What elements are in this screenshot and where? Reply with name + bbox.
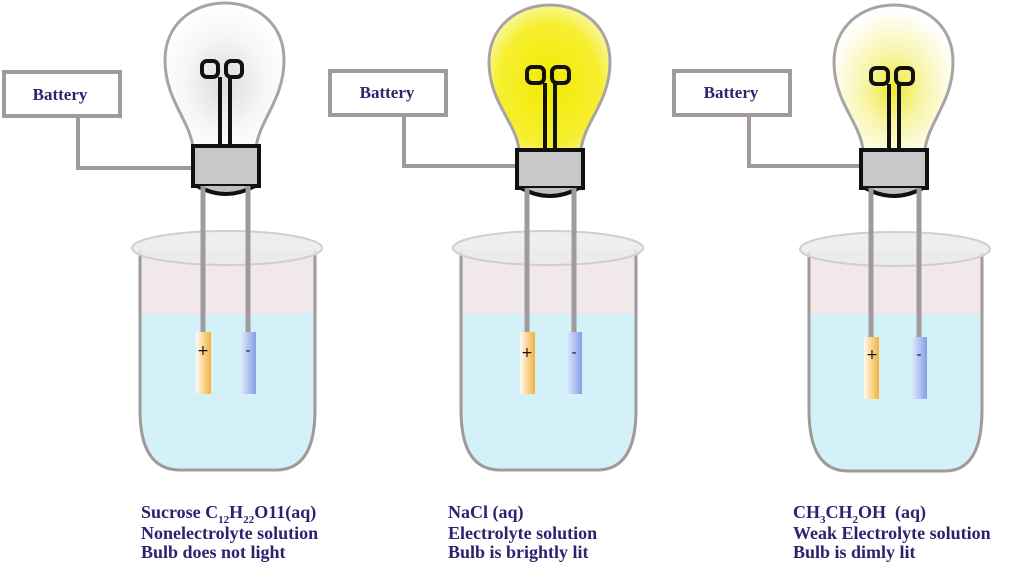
battery-box: Battery [672,69,792,117]
negative-electrode: - [241,332,256,394]
formula-part: H [229,502,244,522]
bulb-result: Bulb is dimly lit [793,542,916,562]
setup-nonelectrolyte: Battery + - [2,1,323,472]
setup-electrolyte: Battery + - [328,3,644,472]
formula-part: CH [825,502,853,522]
light-bulb-dim-icon [832,3,955,198]
bulb-result: Bulb is brightly lit [448,542,589,562]
conductivity-diagram: Battery + - [2,1,991,473]
solute-formula: Sucrose C12H22O11(aq) [141,502,317,526]
positive-electrode: + [520,332,535,394]
minus-sign: - [571,345,576,361]
plus-sign: + [521,345,533,361]
wire [747,115,863,168]
negative-electrode: - [912,337,927,399]
solute-formula: NaCl (aq) [448,502,524,522]
wire [76,116,193,170]
setup-weak-electrolyte: Battery + - [672,3,991,473]
battery-box: Battery [328,69,448,117]
plus-sign: + [866,347,878,363]
solution [141,314,314,469]
battery-label: Battery [704,83,759,102]
caption-nonelectrolyte: Sucrose C12H22O11(aq) Nonelectrolyte sol… [141,503,318,562]
formula-part: O11(aq) [254,502,317,522]
solution-type: Weak Electrolyte solution [793,523,991,543]
beaker [131,230,323,472]
battery-box: Battery [2,70,122,118]
solution-type: Nonelectrolyte solution [141,523,319,543]
bulb-result: Bulb does not light [141,542,286,562]
caption-weak-electrolyte: CH3CH2OH (aq) Weak Electrolyte solution … [793,503,991,562]
wire [402,115,519,168]
caption-electrolyte: NaCl (aq) Electrolyte solution Bulb is b… [448,503,597,562]
positive-electrode: + [196,332,211,394]
solution-type: Electrolyte solution [448,523,598,543]
light-bulb-off-icon [163,1,286,196]
plus-sign: + [197,343,209,359]
formula-part: CH [793,502,820,522]
minus-sign: - [245,343,250,359]
minus-sign: - [916,347,921,363]
battery-label: Battery [360,83,415,102]
formula-part: Sucrose C [141,502,219,522]
beaker [799,231,991,473]
solution [810,314,981,470]
solution [462,314,635,469]
battery-label: Battery [33,85,88,104]
positive-electrode: + [864,337,879,399]
negative-electrode: - [567,332,582,394]
formula-part: OH (aq) [858,502,927,522]
solute-formula: CH3CH2OH (aq) [793,502,927,526]
beaker [452,230,644,472]
